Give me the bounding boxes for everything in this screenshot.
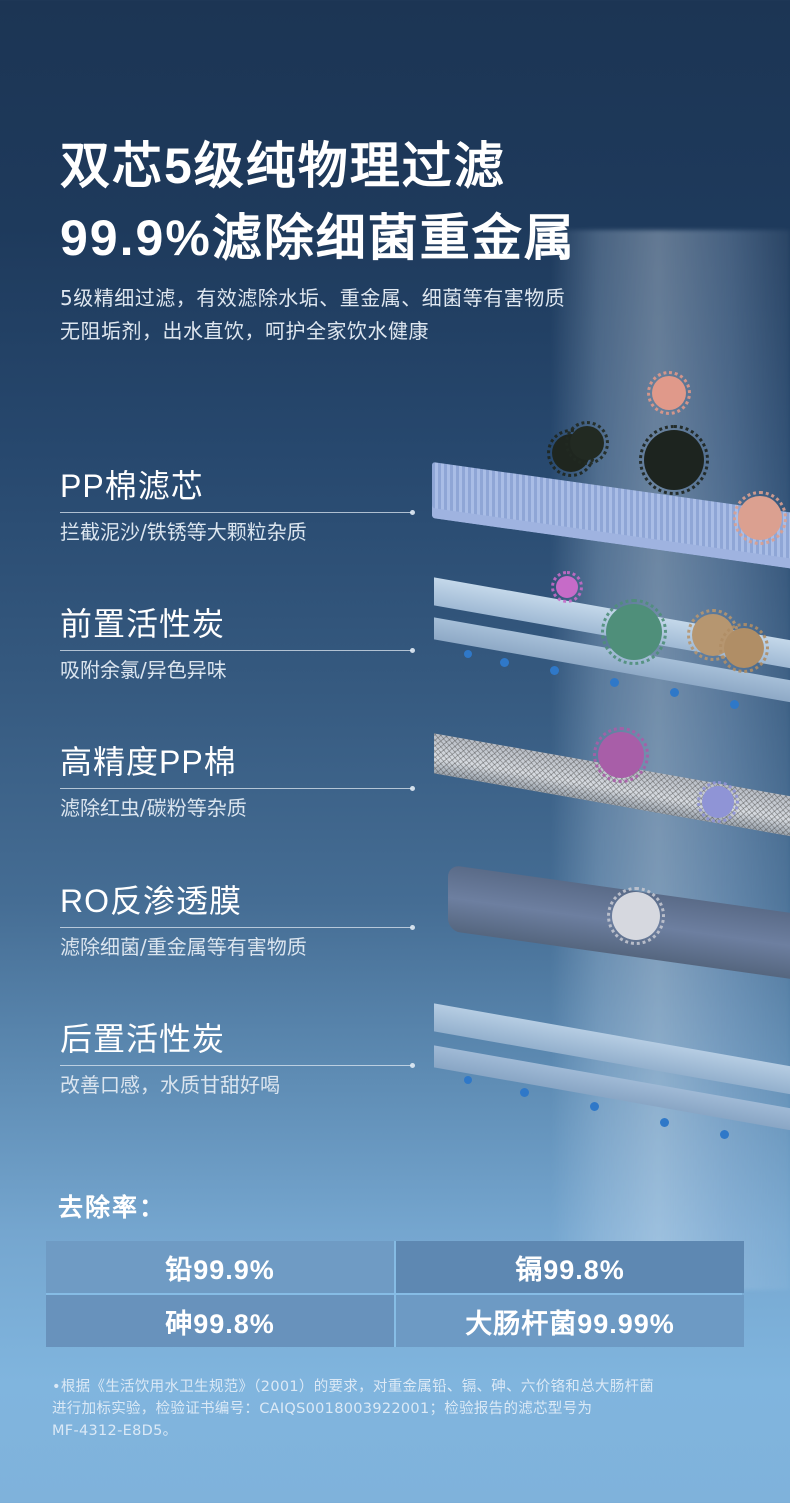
bacteria-icon — [551, 571, 583, 603]
leader-line — [60, 648, 415, 653]
footnote-line-3: MF-4312-E8D5。 — [52, 1423, 178, 1439]
carbon-bead-icon — [660, 1118, 669, 1127]
stage-pp-cotton: PP棉滤芯 拦截泥沙/铁锈等大颗粒杂质 — [60, 464, 420, 548]
rate-cell-arsenic: 砷99.8% — [46, 1295, 394, 1347]
headline-line-2: 99.9%滤除细菌重金属 — [60, 210, 576, 266]
removal-rate-label: 去除率： — [58, 1193, 167, 1222]
leader-line — [60, 925, 415, 930]
footnote-line-2: 进行加标实验，检验证书编号：CAIQS0018003922001；检验报告的滤芯… — [52, 1401, 593, 1417]
stage-ro-membrane: RO反渗透膜 滤除细菌/重金属等有害物质 — [60, 879, 420, 963]
subtitle: 5级精细过滤，有效滤除水垢、重金属、细菌等有害物质 无阻垢剂，出水直饮，呵护全家… — [60, 282, 700, 348]
carbon-bead-icon — [730, 700, 739, 709]
virus-icon — [697, 781, 739, 823]
subtitle-line-2: 无阻垢剂，出水直饮，呵护全家饮水健康 — [60, 319, 429, 343]
rate-cell-lead: 铅99.9% — [46, 1241, 394, 1293]
carbon-bead-icon — [610, 678, 619, 687]
bacteria-icon — [565, 421, 609, 465]
carbon-bead-icon — [464, 1076, 472, 1084]
bacteria-icon — [719, 623, 769, 673]
stage-title: 前置活性炭 — [60, 606, 226, 642]
stage-desc: 改善口感，水质甘甜好喝 — [60, 1073, 280, 1097]
bacteria-icon — [607, 887, 665, 945]
leader-line — [60, 1063, 415, 1068]
footnote-line-1: •根据《生活饮用水卫生规范》（2001）的要求，对重金属铅、镉、砷、六价铬和总大… — [52, 1379, 655, 1395]
carbon-bead-icon — [670, 688, 679, 697]
filter-layers-illustration — [420, 230, 790, 1290]
rate-cell-ecoli: 大肠杆菌99.99% — [396, 1295, 744, 1347]
stage-desc: 滤除红虫/碳粉等杂质 — [60, 796, 247, 820]
stage-title: 高精度PP棉 — [60, 744, 237, 780]
stage-pre-carbon: 前置活性炭 吸附余氯/异色异味 — [60, 602, 420, 686]
carbon-bead-icon — [464, 650, 472, 658]
virus-icon — [593, 727, 649, 783]
subtitle-line-1: 5级精细过滤，有效滤除水垢、重金属、细菌等有害物质 — [60, 286, 566, 310]
carbon-bead-icon — [500, 658, 509, 667]
stage-post-carbon: 后置活性炭 改善口感，水质甘甜好喝 — [60, 1017, 420, 1101]
virus-icon — [601, 599, 667, 665]
carbon-bead-icon — [590, 1102, 599, 1111]
stage-desc: 吸附余氯/异色异味 — [60, 658, 227, 682]
leader-line — [60, 786, 415, 791]
stage-high-precision-pp: 高精度PP棉 滤除红虫/碳粉等杂质 — [60, 740, 420, 824]
stage-title: 后置活性炭 — [60, 1021, 226, 1057]
bacteria-icon — [647, 371, 691, 415]
carbon-bead-icon — [520, 1088, 529, 1097]
virus-icon — [733, 491, 787, 545]
headline: 双芯5级纯物理过滤 99.9%滤除细菌重金属 — [60, 130, 700, 274]
virus-icon — [639, 425, 709, 495]
carbon-bead-icon — [720, 1130, 729, 1139]
stage-title: RO反渗透膜 — [60, 883, 243, 919]
removal-rate-table: 铅99.9% 镉99.8% 砷99.8% 大肠杆菌99.99% — [46, 1241, 744, 1347]
leader-line — [60, 510, 415, 515]
carbon-bead-icon — [550, 666, 559, 675]
stage-desc: 滤除细菌/重金属等有害物质 — [60, 935, 307, 959]
headline-line-1: 双芯5级纯物理过滤 — [60, 138, 506, 194]
footnote: •根据《生活饮用水卫生规范》（2001）的要求，对重金属铅、镉、砷、六价铬和总大… — [52, 1376, 752, 1442]
stage-title: PP棉滤芯 — [60, 468, 204, 504]
rate-cell-cadmium: 镉99.8% — [396, 1241, 744, 1293]
stage-desc: 拦截泥沙/铁锈等大颗粒杂质 — [60, 520, 307, 544]
